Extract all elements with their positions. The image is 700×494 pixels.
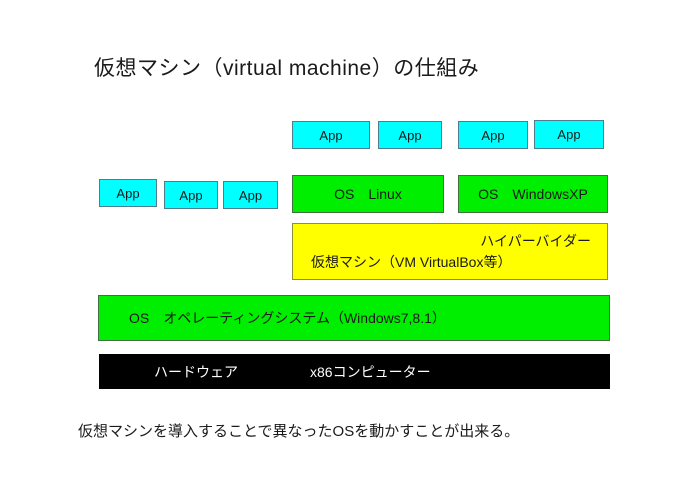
host-app-box-1: App [99, 179, 157, 207]
slide-title: 仮想マシン（virtual machine）の仕組み [94, 57, 480, 80]
guest-os-windowsxp-box: OS WindowsXP [458, 175, 608, 213]
guest-app-box-3: App [458, 121, 528, 149]
host-app-box-2: App [164, 181, 218, 209]
guest-app-box-1: App [292, 121, 370, 149]
guest-app-box-4: App [534, 120, 604, 149]
slide-caption: 仮想マシンを導入することで異なったOSを動かすことが出来る。 [78, 423, 520, 440]
virtual-machine-label: 仮想マシン（VM VirtualBox等） [311, 254, 512, 270]
host-os-box: OS オペレーティングシステム（Windows7,8.1） [98, 295, 610, 341]
host-app-box-3: App [223, 181, 278, 209]
hypervisor-box: ハイパーバイダー 仮想マシン（VM VirtualBox等） [292, 223, 608, 280]
hardware-box: ハードウェア x86コンピューター [99, 354, 610, 389]
hardware-label: ハードウェア [154, 363, 238, 380]
hypervisor-label: ハイパーバイダー [480, 233, 591, 249]
computer-label: x86コンピューター [310, 363, 431, 380]
guest-app-box-2: App [378, 121, 442, 149]
guest-os-linux-box: OS Linux [292, 175, 444, 213]
